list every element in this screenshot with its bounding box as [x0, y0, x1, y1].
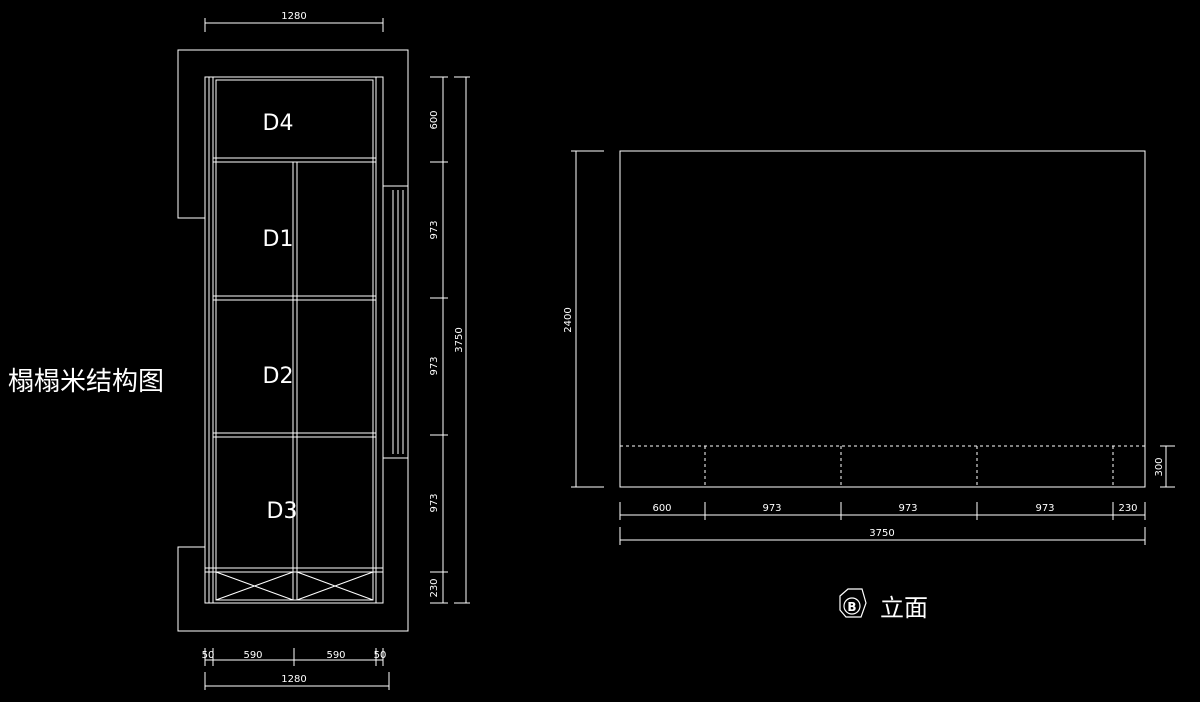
tatami-frame	[204, 76, 384, 604]
drawing-title: 榻榻米结构图	[8, 367, 164, 397]
dimension-text: 1280	[281, 674, 306, 685]
dimension-text: 3750	[454, 327, 465, 352]
dimension-text: 973	[898, 503, 917, 514]
plan-top-dimension	[204, 18, 384, 32]
plan-right-dimensions	[430, 76, 470, 604]
elevation-outline	[619, 150, 1146, 488]
compartment-label: D3	[267, 499, 298, 524]
section-marker-icon	[839, 588, 867, 618]
dimension-text: 300	[1154, 457, 1165, 476]
dimension-text: 600	[429, 110, 440, 129]
plan-view	[177, 49, 409, 632]
dimension-text: 973	[429, 493, 440, 512]
side-steps	[382, 185, 409, 459]
dimension-text: 973	[1035, 503, 1054, 514]
dimension-text: 973	[762, 503, 781, 514]
dimension-text: 3750	[869, 528, 894, 539]
dimension-text: 973	[429, 220, 440, 239]
elevation-view	[571, 150, 1175, 545]
dimension-text: 973	[429, 356, 440, 375]
dimension-text: 1280	[281, 11, 306, 22]
dimension-text: 590	[243, 650, 262, 661]
dimension-text: 2400	[563, 307, 574, 332]
dimension-text: 600	[652, 503, 671, 514]
compartment-label: D4	[263, 111, 294, 136]
dimension-text: 50	[202, 650, 215, 661]
dimension-text: 230	[1118, 503, 1137, 514]
section-marker-letter: B	[847, 600, 856, 614]
compartment-label: D2	[263, 364, 294, 389]
plan-bottom-dimensions	[204, 648, 390, 690]
elevation-label: 立面	[880, 594, 928, 622]
compartment-label: D1	[263, 227, 294, 252]
dimension-text: 230	[429, 578, 440, 597]
dimension-text: 590	[326, 650, 345, 661]
dimension-text: 50	[374, 650, 387, 661]
